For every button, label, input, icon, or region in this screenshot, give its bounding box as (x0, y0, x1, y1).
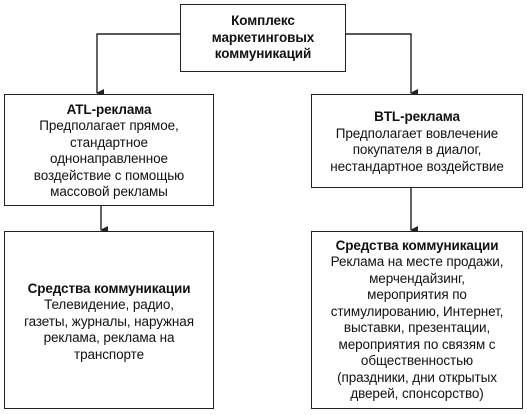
btl-communication-media-box: Средства коммуникации Реклама на месте п… (311, 231, 523, 409)
atl-media-list: Телевидение, радио, газеты, журналы, нар… (24, 297, 194, 362)
btl-media-title: Средства коммуникации (335, 237, 499, 253)
atl-title: ATL-реклама (66, 101, 152, 117)
connector-top-to-btl (346, 33, 418, 97)
atl-description: Предполагает прямое, стандартное однонап… (33, 118, 185, 199)
atl-advertising-box: ATL-реклама Предполагает прямое, стандар… (4, 94, 214, 206)
atl-communication-media-box: Средства коммуникации Телевидение, радио… (4, 231, 214, 409)
btl-title: BTL-реклама (374, 109, 460, 124)
atl-media-title: Средства коммуникации (27, 280, 191, 296)
connector-top-to-atl (96, 33, 180, 97)
btl-advertising-box: BTL-реклама Предполагает вовлечение поку… (311, 94, 523, 188)
btl-media-list: Реклама на месте продажи, мерчендайзинг,… (330, 254, 504, 401)
complex-title: Комплекс маркетинговых коммуникаций (211, 13, 315, 62)
btl-description: Предполагает вовлечение покупателя в диа… (330, 125, 504, 174)
marketing-communications-complex-box: Комплекс маркетинговых коммуникаций (180, 4, 346, 72)
